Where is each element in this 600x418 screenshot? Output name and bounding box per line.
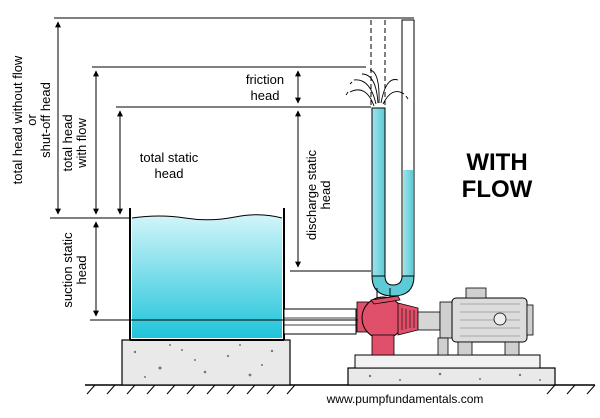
website-credit: www.pumpfundamentals.com [326,392,484,406]
suction-pipe [283,308,357,335]
suction-tank [129,208,285,341]
label-total-head-without-flow-line2: or [24,114,39,126]
label-discharge-static-head: discharge static head [304,149,333,240]
label-discharge-static-line1: discharge static [304,149,319,240]
label-discharge-static-line2: head [318,181,333,210]
label-friction-head: friction head [246,72,284,103]
label-total-head-with-flow-line2: with flow [74,117,89,168]
reference-lines [50,17,414,321]
label-with-flow: WITH FLOW [462,149,533,203]
water-spray-icon [345,69,409,107]
motor-icon [417,287,534,356]
label-suction-static-line2: head [74,256,89,285]
label-total-static-line1: total static [140,150,199,165]
tank-base [121,339,291,386]
label-with: WITH [466,149,527,176]
pump-icon [356,295,419,356]
label-suction-static-line1: suction static [60,232,75,308]
label-total-head-without-flow-line3: shut-off head [38,82,53,158]
label-flow: FLOW [462,176,533,203]
label-friction-line1: friction [246,72,284,87]
label-total-head-with-flow-line1: total head [60,114,75,171]
label-total-static-line2: head [155,166,184,181]
label-total-head-without-flow-line1: total head without flow [10,55,25,184]
label-total-head-with-flow: total head with flow [60,114,89,171]
label-total-static-head: total static head [140,150,199,181]
label-suction-static-head: suction static head [60,232,89,308]
label-friction-line2: head [251,88,280,103]
discharge-pipe [370,19,415,300]
pump-base [347,354,556,386]
label-total-head-without-flow: total head without flow or shut-off head [10,55,53,184]
dimension-arrows [55,21,301,317]
